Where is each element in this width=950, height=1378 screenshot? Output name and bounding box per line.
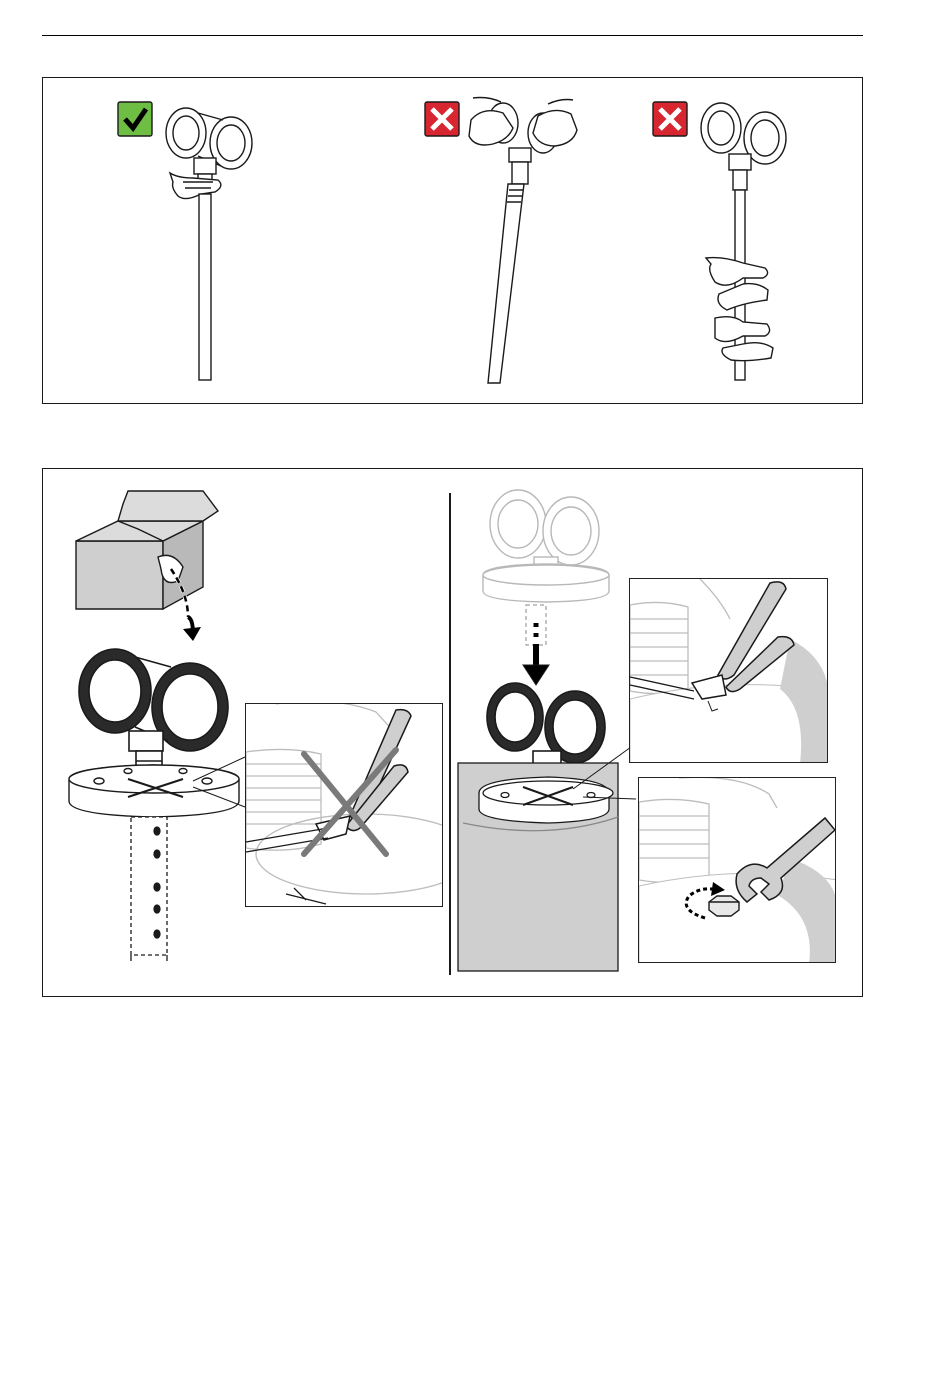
hand-upper <box>706 258 768 286</box>
figure-unpacking-and-mounting <box>42 468 863 997</box>
panel-wrong-1 <box>425 98 577 384</box>
inset-cut-ties <box>629 578 828 763</box>
transmitter-housing-ghost <box>483 490 609 602</box>
transmitter-housing <box>701 103 786 190</box>
arrow-down <box>523 605 549 685</box>
figure-handling <box>42 77 863 404</box>
probe-rod <box>488 184 524 383</box>
panel-correct <box>118 102 252 380</box>
flange-left <box>69 765 239 817</box>
right-hand <box>533 110 577 146</box>
inset-tighten-nut <box>638 777 836 963</box>
perforated-rod <box>131 817 167 961</box>
transmitter-housing <box>166 108 252 186</box>
tank-mounted <box>458 763 618 971</box>
nut-icon <box>709 896 739 916</box>
pliers-icon <box>692 582 794 699</box>
arrow-head <box>183 627 201 641</box>
handling-illustration <box>43 78 864 405</box>
probe-rod <box>199 194 211 380</box>
hand-lower-2 <box>722 343 773 361</box>
panel-wrong-2 <box>653 102 786 380</box>
shipping-box <box>76 491 218 609</box>
check-mark-icon <box>118 102 152 136</box>
header-rule <box>42 35 863 36</box>
hand <box>170 173 221 199</box>
inset-do-not-cut <box>245 703 443 907</box>
